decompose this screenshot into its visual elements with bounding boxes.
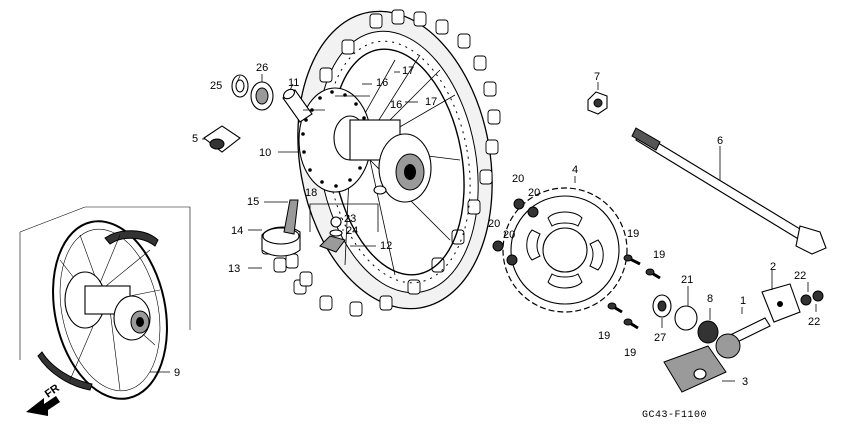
rim-band-bottom bbox=[37, 351, 93, 391]
callout-19d: 19 bbox=[624, 347, 636, 359]
callout-7: 7 bbox=[594, 71, 600, 83]
callout-10: 10 bbox=[259, 147, 271, 159]
chain-adjuster-plate bbox=[663, 283, 824, 393]
hub-collars bbox=[652, 294, 771, 359]
tire-tread-blocks bbox=[261, 9, 501, 317]
dust-seal bbox=[203, 125, 241, 153]
callout-2: 2 bbox=[770, 261, 776, 273]
callout-20b: 20 bbox=[528, 187, 540, 199]
callout-20c: 20 bbox=[488, 218, 500, 230]
callout-11: 11 bbox=[288, 77, 299, 89]
inset-wheel-assembly: 9 FR bbox=[19, 206, 191, 416]
leader-lines bbox=[202, 71, 817, 382]
callout-1: 1 bbox=[740, 295, 746, 307]
diagram-code: GC43-F1100 bbox=[642, 410, 707, 421]
callout-16a: 16 bbox=[376, 77, 388, 89]
callout-6: 6 bbox=[717, 135, 723, 147]
callout-20a: 20 bbox=[512, 173, 524, 185]
inner-tube-valve bbox=[261, 199, 301, 257]
rear-hub bbox=[298, 87, 432, 203]
callout-13: 13 bbox=[228, 263, 240, 275]
rear-axle bbox=[631, 127, 827, 255]
callout-17b: 17 bbox=[425, 96, 437, 108]
callout-23: 23 bbox=[344, 213, 356, 225]
callout-5: 5 bbox=[192, 133, 198, 145]
callout-9: 9 bbox=[174, 367, 180, 379]
rim-band-top bbox=[104, 230, 159, 247]
sprocket-nuts bbox=[492, 198, 539, 266]
callout-12: 12 bbox=[380, 240, 392, 252]
callout-24: 24 bbox=[346, 225, 358, 237]
callout-15: 15 bbox=[247, 196, 259, 208]
direction-label: FR bbox=[43, 382, 62, 400]
callout-16b: 16 bbox=[390, 99, 402, 111]
callout-19a: 19 bbox=[627, 228, 639, 240]
valve-stem bbox=[283, 199, 299, 235]
callout-22b: 22 bbox=[808, 316, 820, 328]
sprocket-bolts bbox=[607, 254, 661, 330]
driven-sprocket bbox=[502, 187, 628, 313]
callout-22a: 22 bbox=[794, 270, 806, 282]
callout-19b: 19 bbox=[653, 249, 665, 261]
callout-27: 27 bbox=[654, 332, 666, 344]
axle-nut bbox=[587, 91, 608, 115]
callout-21: 21 bbox=[681, 274, 693, 286]
callout-14: 14 bbox=[231, 225, 243, 237]
callout-3: 3 bbox=[742, 376, 748, 388]
callouts: 1 2 3 4 5 6 7 8 10 11 12 13 14 15 16 16 … bbox=[192, 62, 820, 388]
callout-18: 18 bbox=[305, 187, 317, 199]
part-11-collar bbox=[282, 88, 313, 123]
callout-25: 25 bbox=[210, 80, 222, 92]
inset-frame bbox=[19, 206, 191, 330]
callout-20d: 20 bbox=[503, 229, 515, 241]
front-direction-arrow: FR bbox=[26, 382, 62, 416]
rim-lock-parts bbox=[319, 216, 346, 253]
callout-8: 8 bbox=[707, 293, 713, 305]
callout-26: 26 bbox=[256, 62, 268, 74]
callout-17a: 17 bbox=[402, 65, 414, 77]
callout-19c: 19 bbox=[598, 330, 610, 342]
callout-4: 4 bbox=[572, 164, 578, 176]
